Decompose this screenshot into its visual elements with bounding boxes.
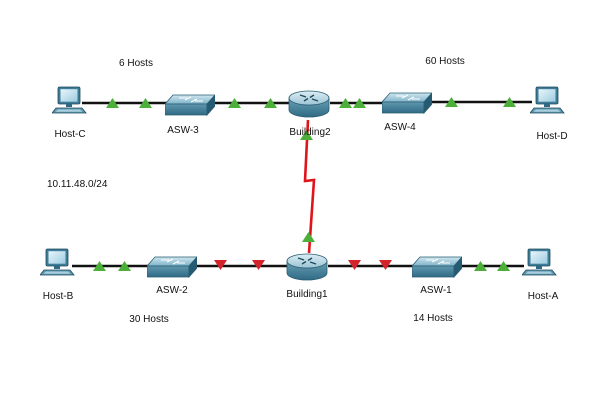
network-annotation: 10.11.48.0/24 [47, 179, 108, 190]
port-down-indicator [214, 260, 227, 270]
pc-icon [52, 86, 87, 114]
port-up-indicator [503, 97, 516, 107]
device-label: ASW-1 [420, 285, 452, 296]
port-up-indicator [93, 261, 106, 271]
router-icon [288, 90, 330, 118]
port-up-indicator [445, 97, 458, 107]
pc-icon [40, 248, 75, 276]
port-up-indicator [106, 98, 119, 108]
port-indicators [93, 97, 516, 271]
switch-icon [147, 256, 197, 278]
device-building2[interactable]: Building2 [288, 90, 331, 138]
port-up-indicator [118, 261, 131, 271]
router-icon [286, 253, 328, 281]
link-layer [72, 100, 532, 268]
port-up-indicator [300, 130, 313, 140]
port-up-indicator [228, 98, 241, 108]
port-down-indicator [348, 260, 361, 270]
pc-icon [522, 248, 557, 276]
port-up-indicator [474, 261, 487, 271]
device-host-d[interactable]: Host-D [530, 86, 568, 142]
device-label: ASW-3 [167, 125, 199, 136]
port-down-indicator [379, 260, 392, 270]
port-up-indicator [302, 232, 315, 242]
switch-icon [412, 256, 462, 278]
hosts-annotation-b: 30 Hosts [129, 314, 168, 325]
port-up-indicator [264, 98, 277, 108]
device-asw-2[interactable]: ASW-2 [147, 256, 197, 296]
device-label: Host-C [54, 129, 85, 140]
device-label: Building1 [286, 289, 328, 300]
port-up-indicator [497, 261, 510, 271]
hosts-annotation-c: 6 Hosts [119, 58, 153, 69]
port-down-indicators [214, 260, 392, 270]
port-up-indicator [353, 98, 366, 108]
device-label: Host-D [536, 131, 567, 142]
serial-link-building2-building1[interactable] [303, 119, 316, 254]
device-asw-1[interactable]: ASW-1 [412, 256, 462, 296]
device-host-c[interactable]: Host-C [52, 86, 87, 140]
switch-icon [382, 92, 432, 114]
port-up-indicator [139, 98, 152, 108]
device-label: Host-B [43, 291, 74, 302]
device-asw-4[interactable]: ASW-4 [382, 92, 432, 133]
device-label: Host-A [528, 291, 559, 302]
hosts-annotation-a: 14 Hosts [413, 313, 452, 324]
device-host-a[interactable]: Host-A [522, 248, 559, 302]
device-asw-3[interactable]: ASW-3 [165, 94, 215, 136]
hosts-annotation-d: 60 Hosts [425, 56, 464, 67]
device-building1[interactable]: Building1 [286, 253, 328, 300]
port-down-indicator [252, 260, 265, 270]
device-label: ASW-4 [384, 122, 416, 133]
pc-icon [530, 86, 565, 114]
port-up-indicator [339, 98, 352, 108]
device-label: Building2 [289, 127, 331, 138]
device-host-b[interactable]: Host-B [40, 248, 75, 302]
switch-icon [165, 94, 215, 116]
device-label: ASW-2 [156, 285, 188, 296]
